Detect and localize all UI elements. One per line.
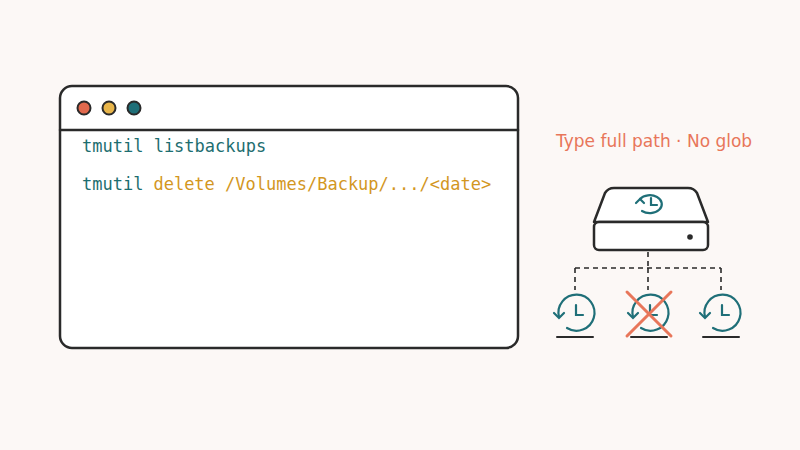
terminal-window <box>60 86 518 348</box>
drive-clock <box>636 195 662 213</box>
command-text: delete /Volumes/Backup/.../<date> <box>153 174 491 194</box>
clock-baseline <box>631 336 667 338</box>
command-text: tmutil <box>82 174 143 194</box>
title-bar-line <box>60 129 518 132</box>
close-dot <box>78 102 91 115</box>
clock-baseline <box>557 336 593 338</box>
zoom-dot <box>128 102 141 115</box>
note-label: Type full path · No glob <box>556 131 752 151</box>
drive-led <box>687 234 693 240</box>
command-text: tmutil listbackups <box>82 136 266 156</box>
tree-lines <box>575 252 721 290</box>
snapshot-clock <box>554 295 594 331</box>
terminal-box: tmutil listbackups tmutil delete /Volumes/… <box>60 86 518 348</box>
delete-cross <box>627 292 671 336</box>
snapshot-clock <box>700 295 740 331</box>
clock-baseline <box>703 336 739 338</box>
backup-drive <box>594 188 708 250</box>
minimize-dot <box>103 102 116 115</box>
